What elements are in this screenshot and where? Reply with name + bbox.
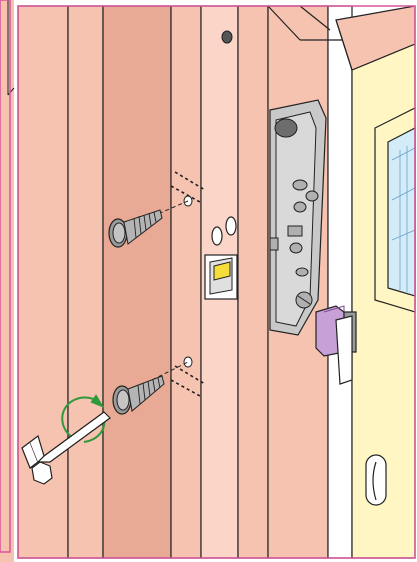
door-window — [375, 108, 415, 312]
frame-jamb-face — [103, 6, 171, 558]
previous-panel-edge — [0, 0, 14, 562]
lock-body — [270, 100, 326, 335]
thumb-turn — [366, 455, 386, 505]
